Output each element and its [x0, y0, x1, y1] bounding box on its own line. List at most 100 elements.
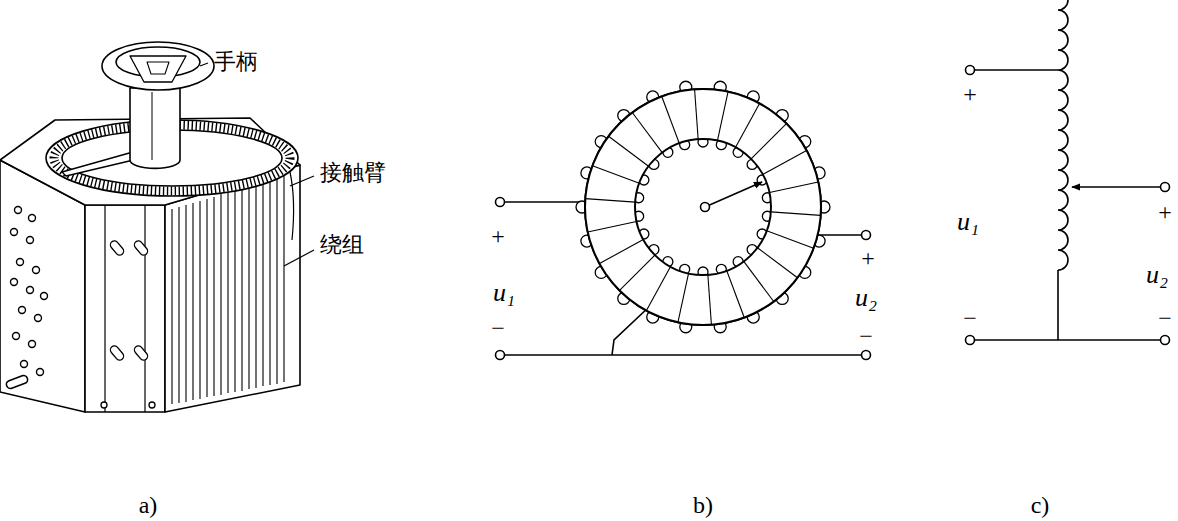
front-face — [85, 205, 165, 412]
illustration-part — [29, 341, 36, 348]
knob-pin — [5, 374, 28, 389]
polarity-sign: − — [491, 316, 505, 340]
illustration-part — [767, 231, 814, 248]
polarity-sign: + — [1158, 200, 1172, 224]
illustration-part — [496, 198, 505, 207]
illustration-part — [1072, 186, 1160, 188]
voltage-name: u₂ — [1146, 262, 1168, 288]
illustration-part — [284, 250, 314, 266]
illustration-part — [862, 351, 871, 360]
illustration-part — [585, 89, 821, 325]
voltage-name: u₁ — [957, 209, 979, 235]
illustration-part — [37, 369, 44, 376]
variac-housing — [0, 42, 300, 412]
stem-shade — [152, 92, 153, 160]
illustration-part — [15, 207, 22, 214]
illustration-part — [717, 92, 728, 141]
illustration-part — [133, 344, 149, 361]
handle-cone — [130, 56, 186, 82]
coil-edge — [290, 172, 294, 240]
terminals — [496, 198, 871, 360]
part-name: 接触臂 — [320, 162, 386, 184]
polarity-sign: + — [491, 224, 505, 248]
illustration-part — [33, 267, 40, 274]
voltage-name: u₂ — [855, 285, 877, 311]
laminations — [172, 176, 284, 404]
slider-contact — [701, 182, 763, 212]
part-name: 手柄 — [214, 51, 258, 73]
illustration-part — [701, 203, 710, 212]
illustration-part — [1057, 270, 1059, 340]
illustration-part — [662, 96, 679, 143]
illustration-part — [727, 271, 744, 318]
panel-tag: c) — [1031, 493, 1050, 517]
panel-tag: b) — [693, 493, 713, 517]
illustration-part — [585, 199, 635, 203]
illustration-part — [966, 336, 975, 345]
illustration-part — [612, 306, 650, 355]
illustration-part — [744, 261, 774, 301]
coil-face — [165, 165, 300, 412]
polarity-sign: + — [861, 246, 875, 270]
illustration-part — [757, 248, 797, 278]
illustration-part — [592, 166, 639, 183]
illustration-part — [588, 221, 637, 232]
illustration-part — [708, 275, 712, 325]
illustration-part — [1161, 183, 1170, 192]
panel-strip — [144, 205, 145, 412]
illustration-part — [35, 315, 42, 322]
illustration-part — [11, 229, 18, 236]
illustration-part — [149, 402, 155, 408]
terminals — [966, 66, 1170, 345]
illustration-part — [705, 182, 762, 207]
illustration-part — [109, 344, 125, 361]
vent-holes — [11, 207, 48, 376]
handle-stem — [130, 88, 180, 168]
illustration-part — [862, 231, 871, 240]
voltage-name: u₁ — [493, 280, 515, 306]
schematic-wires — [975, 0, 1160, 340]
illustration-part — [585, 89, 821, 325]
illustration-part — [632, 113, 662, 153]
panel-strip — [104, 205, 105, 412]
illustration-part — [17, 259, 24, 266]
handle-cone-inner — [147, 62, 169, 74]
handle-wheel — [102, 42, 214, 90]
illustration-part — [975, 69, 1058, 71]
illustration-part — [101, 402, 107, 408]
panel-slots — [101, 239, 155, 408]
illustration-part — [646, 267, 670, 311]
illustration-part — [109, 239, 125, 256]
polarity-sign: − — [1158, 306, 1172, 330]
illustration-part — [966, 66, 975, 75]
illustration-part — [695, 89, 699, 139]
illustration-part — [678, 273, 689, 322]
polarity-sign: − — [963, 306, 977, 330]
illustration-part — [751, 124, 786, 159]
illustration-part — [975, 339, 1160, 341]
illustration-part — [11, 279, 18, 286]
leader-lines — [200, 63, 314, 266]
coil-symbol — [1058, 0, 1068, 270]
illustration-part — [290, 176, 314, 186]
illustration-part — [133, 239, 149, 256]
toroidal-winding — [576, 81, 830, 333]
illustration-part — [29, 215, 36, 222]
illustration-part — [771, 212, 821, 216]
illustration-part — [27, 287, 34, 294]
illustration-part — [21, 361, 28, 368]
illustration-part — [200, 63, 208, 66]
polarity-sign: + — [963, 82, 977, 106]
illustration-part — [496, 351, 505, 360]
illustration-part — [769, 182, 818, 193]
illustration-part — [41, 293, 48, 300]
illustration-part — [620, 255, 655, 290]
illustration-part — [13, 333, 20, 340]
panel-tag: a) — [139, 493, 158, 517]
illustration-part — [1161, 336, 1170, 345]
polarity-sign: − — [859, 324, 873, 348]
illustration-part — [763, 150, 807, 174]
illustration-part — [599, 240, 643, 264]
